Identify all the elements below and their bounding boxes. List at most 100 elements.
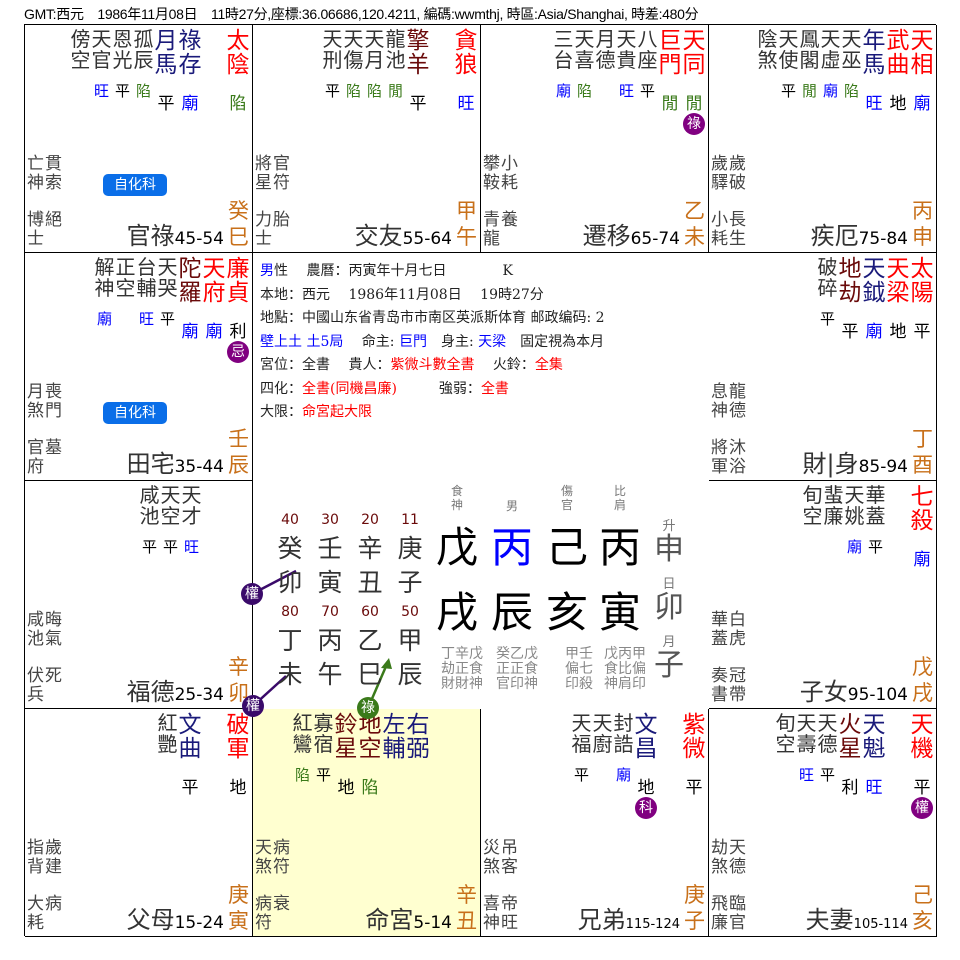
minor-star[interactable]: 正空 xyxy=(115,257,136,328)
minor-star[interactable]: 蜚廉 xyxy=(823,485,844,556)
secondary-star[interactable]: 火星利 xyxy=(838,713,862,798)
minor-star[interactable]: 華蓋平 xyxy=(865,485,886,557)
secondary-star[interactable]: 文曲平 xyxy=(178,713,202,798)
minor-star[interactable]: 八座平 xyxy=(637,29,658,101)
minor-star[interactable]: 天刑平 xyxy=(322,29,343,101)
minor-star[interactable]: 紅艷 xyxy=(157,713,178,784)
gods-top: 歲驛歲破 xyxy=(711,155,746,193)
minor-star[interactable]: 傍空 xyxy=(70,29,91,100)
palace-title[interactable]: 夫妻105-114 xyxy=(806,900,908,935)
minor-star[interactable]: 封誥廟 xyxy=(613,713,634,785)
minor-star[interactable]: 破碎平 xyxy=(817,257,838,329)
minor-star[interactable]: 紅鸞陷 xyxy=(292,713,313,785)
secondary-star[interactable]: 天鉞廟 xyxy=(862,257,886,342)
major-star[interactable]: 天相廟 xyxy=(910,29,934,114)
minor-star[interactable]: 天虛廟 xyxy=(820,29,841,101)
secondary-star[interactable]: 地空陷 xyxy=(358,713,382,798)
palace-title[interactable]: 子女95-104 xyxy=(800,672,908,707)
minor-star[interactable]: 天德平 xyxy=(817,713,838,785)
minor-star[interactable]: 天傷陷 xyxy=(343,29,364,101)
secondary-star[interactable]: 鈴星地 xyxy=(334,713,358,798)
minor-star[interactable]: 天使平 xyxy=(778,29,799,101)
secondary-star[interactable]: 擎羊平 xyxy=(406,29,430,114)
minor-star[interactable]: 天壽旺 xyxy=(796,713,817,785)
minor-star[interactable]: 天姚廟 xyxy=(844,485,865,557)
minor-star[interactable]: 天官旺 xyxy=(91,29,112,101)
star-brightness: 地 xyxy=(337,778,355,798)
minor-star[interactable]: 旬空 xyxy=(775,713,796,784)
major-star[interactable]: 太陽平 xyxy=(910,257,934,342)
palace-title[interactable]: 田宅35-44 xyxy=(127,444,224,479)
minor-star[interactable]: 咸池平 xyxy=(139,485,160,557)
pillar-label: 食神 xyxy=(450,484,463,512)
minor-star[interactable]: 天福平 xyxy=(571,713,592,785)
palace-title[interactable]: 父母15-24 xyxy=(127,900,224,935)
major-star[interactable]: 破軍地 xyxy=(226,713,250,798)
minor-star[interactable]: 陰煞 xyxy=(757,29,778,100)
self-hua-badge[interactable]: 自化科 xyxy=(103,174,167,196)
minor-star[interactable]: 天廚 xyxy=(592,713,613,784)
minor-star[interactable]: 天才旺 xyxy=(181,485,202,557)
secondary-star[interactable]: 地劫平 xyxy=(838,257,862,342)
minor-star[interactable]: 天月陷 xyxy=(364,29,385,101)
palace-title[interactable]: 疾厄75-84 xyxy=(811,216,908,251)
star-name: 正空 xyxy=(115,255,136,300)
major-star[interactable]: 七殺廟 xyxy=(910,485,934,570)
minor-star[interactable]: 寡宿平 xyxy=(313,713,334,785)
palace-title[interactable]: 遷移65-74 xyxy=(583,216,680,251)
minor-star[interactable]: 月德 xyxy=(595,29,616,100)
minor-star[interactable]: 天貴旺 xyxy=(616,29,637,101)
info-text: 命主: xyxy=(343,333,399,350)
minor-star[interactable]: 龍池閒 xyxy=(385,29,406,101)
major-star[interactable]: 紫微平 xyxy=(682,713,706,798)
palace-title[interactable]: 命宮5-14 xyxy=(365,900,452,935)
palace-title[interactable]: 兄弟115-124 xyxy=(578,900,680,935)
major-star[interactable]: 武曲地 xyxy=(886,29,910,114)
major-star[interactable]: 巨門閒 xyxy=(658,29,682,114)
major-star[interactable]: 貪狼旺 xyxy=(454,29,478,114)
secondary-star[interactable]: 月馬平 xyxy=(154,29,178,114)
major-star[interactable]: 廉貞利忌 xyxy=(226,257,250,363)
minor-star[interactable]: 鳳閣閒 xyxy=(799,29,820,101)
minor-star[interactable]: 天空平 xyxy=(160,485,181,557)
minor-star[interactable]: 台輔旺 xyxy=(136,257,157,329)
palace-title[interactable]: 財|身85-94 xyxy=(803,444,909,479)
minor-star[interactable]: 旬空 xyxy=(802,485,823,556)
minor-star[interactable]: 天喜陷 xyxy=(574,29,595,101)
self-hua-badge[interactable]: 自化科 xyxy=(103,402,167,424)
major-star[interactable]: 天機平權 xyxy=(910,713,934,819)
minor-star[interactable]: 解神廟 xyxy=(94,257,115,329)
palace-title[interactable]: 福德25-34 xyxy=(127,672,224,707)
secondary-star[interactable]: 右弼 xyxy=(406,713,430,793)
secondary-star[interactable]: 陀羅廟 xyxy=(178,257,202,342)
minor-star[interactable]: 天哭平 xyxy=(157,257,178,329)
secondary-star[interactable]: 文昌地科 xyxy=(634,713,658,819)
major-star[interactable]: 天梁地 xyxy=(886,257,910,342)
palace-title[interactable]: 交友55-64 xyxy=(355,216,452,251)
major-star[interactable]: 太陰陷 xyxy=(226,29,250,114)
minor-star[interactable]: 三台廟 xyxy=(553,29,574,101)
secondary-star[interactable]: 天魁旺 xyxy=(862,713,886,798)
minor-star[interactable]: 恩光平 xyxy=(112,29,133,101)
minor-star[interactable]: 孤辰陷 xyxy=(133,29,154,101)
secondary-star[interactable]: 祿存廟 xyxy=(178,29,202,114)
palace-title[interactable]: 官祿45-54 xyxy=(127,216,224,251)
secondary-star[interactable]: 左輔 xyxy=(382,713,406,793)
major-star[interactable]: 天府廟 xyxy=(202,257,226,342)
minor-star[interactable]: 天巫陷 xyxy=(841,29,862,101)
secondary-star[interactable]: 年馬旺 xyxy=(862,29,886,114)
luck-age: 70 xyxy=(321,604,339,620)
major-star[interactable]: 天同閒祿 xyxy=(682,29,706,135)
